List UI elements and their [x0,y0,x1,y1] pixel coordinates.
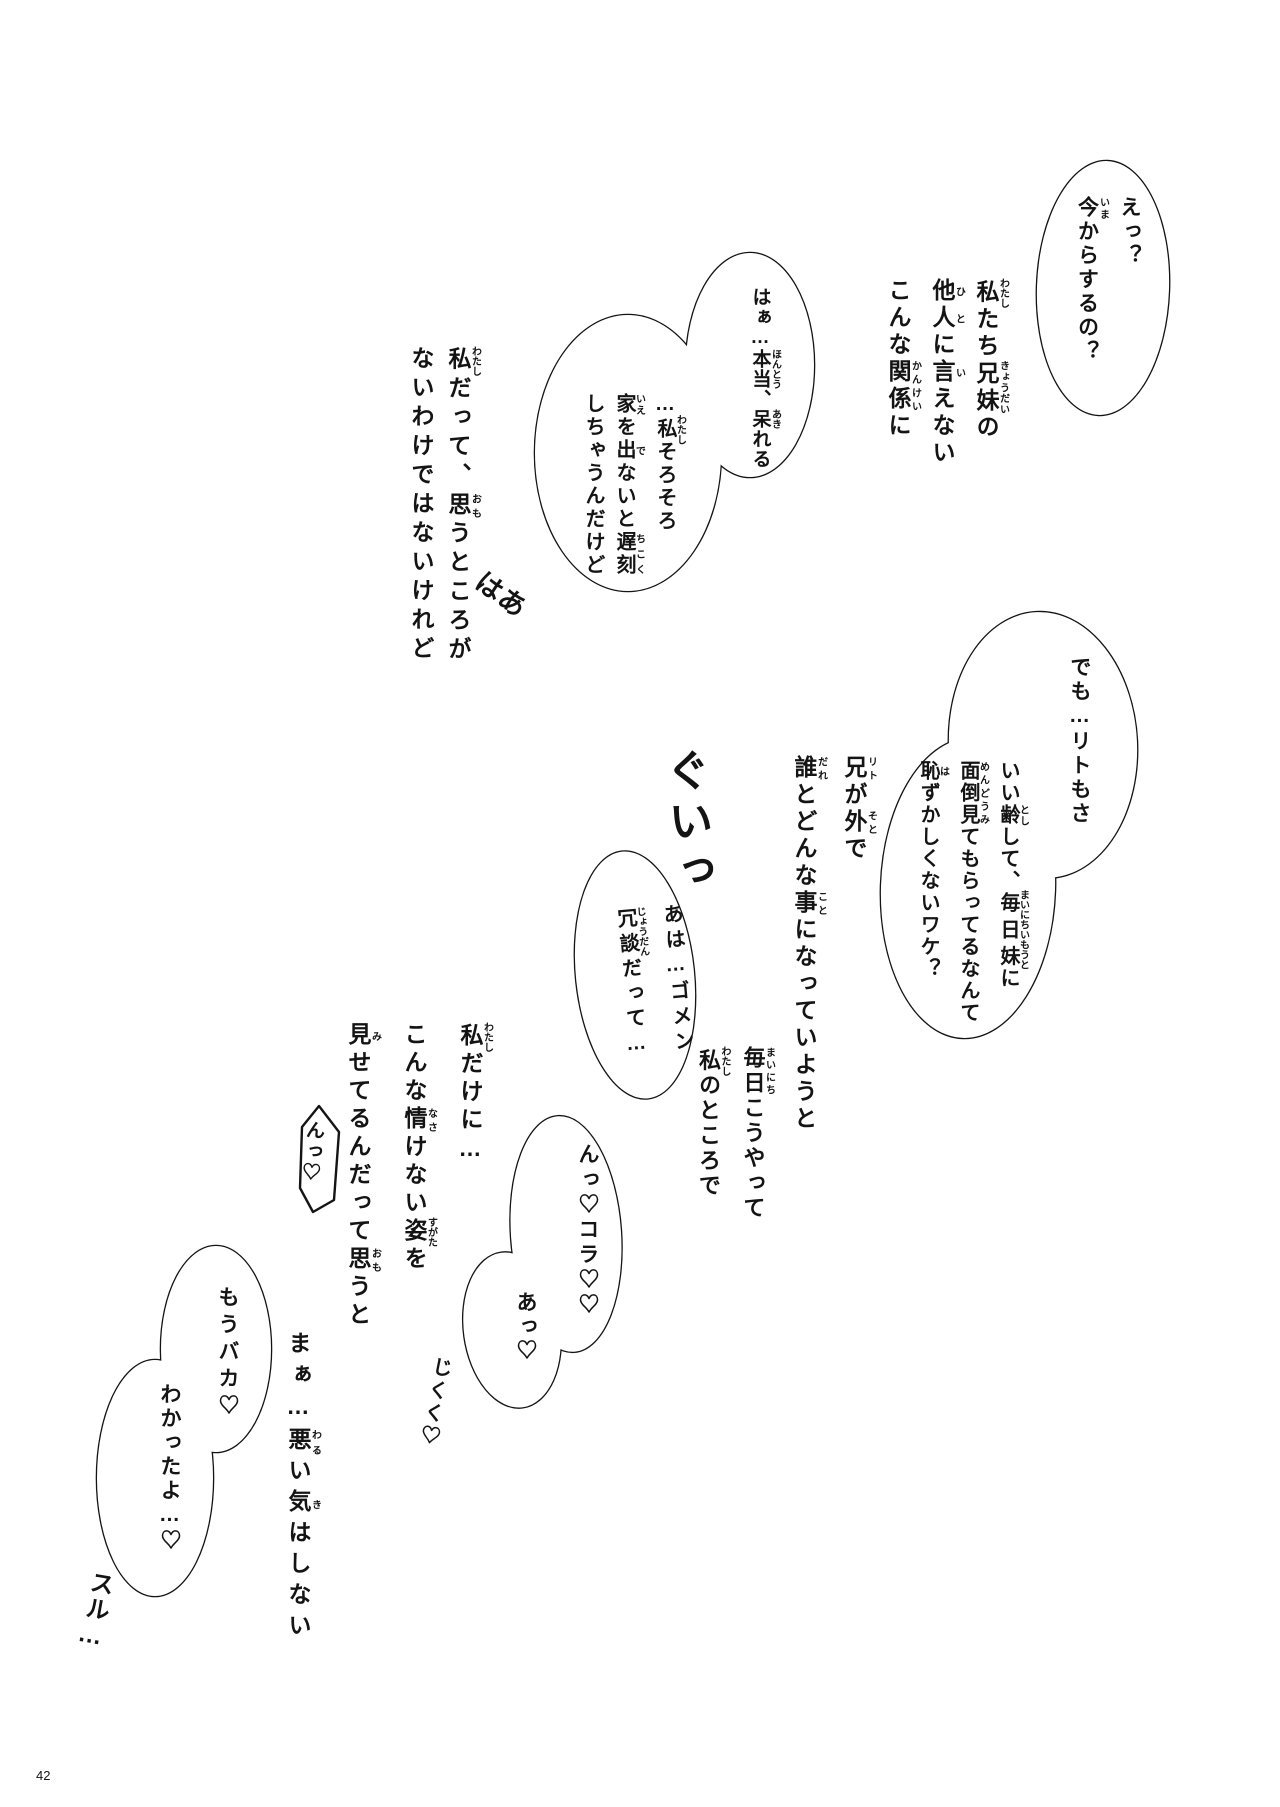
balloon-dialogue-kora: んっ♡コラ♡♡ [576,1143,599,1318]
narration-outside: 兄リトが外そとで誰だれとどんな事ことになっていようと [791,755,877,1133]
page-number: 42 [36,1768,51,1783]
balloon-dialogue-late: …私わたしそろそろ家いえを出でないと遅刻ちこくしちゃうんだけど [582,393,686,577]
sfx-stroke: じくく♡ [415,1354,453,1450]
balloon-dialogue-sigh: はぁ…本当ほんとう、呆あきれる [749,287,781,469]
narration-everyday: 毎日まいにちこうやって私わたしのところで [696,1046,775,1221]
sfx-balloon [298,1104,341,1214]
balloon-dialogue-a: あっ♡ [514,1291,537,1363]
balloon-dialogue-now: えっ？今いまからするの？ [1075,196,1142,364]
balloon-dialogue-wakatta: わかったよ…♡ [158,1383,181,1553]
narration-only-me: 私わたしだけに…こんな情なさけない姿すがたを見みせてるんだって思おもうと [345,1022,493,1330]
speech-balloon-3 [879,610,1139,1040]
speech-balloon-1 [1035,159,1171,417]
balloon-dialogue-baka: もうバカ♡ [216,1286,239,1421]
sfx-slide: スル… [74,1568,115,1653]
sfx-tug: ぐいっ [658,746,715,900]
balloon-dialogue-joke: あは…ゴメン冗談じょうだんだって… [613,902,695,1061]
balloon-dialogue-demo: でも…リトもさ [1068,656,1091,826]
narration-not-bad: まぁ…悪わるい気きはしない [285,1331,321,1644]
speech-balloon-6 [95,1244,273,1598]
narration-siblings: 私わたしたち兄妹きょうだいの他人ひとに言いえないこんな関係かんけいに [885,278,1009,467]
speech-balloon-2 [533,251,816,593]
balloon-dialogue-embarrass: いい齢としして、毎日妹まいにちいもうとに面倒見めんどうみてもらってるなんて恥はず… [917,760,1029,1024]
narration-thoughts: 私わたしだって、思おもうところがないわけではないけれど [408,346,481,666]
speech-balloon-4 [573,850,697,1100]
speech-balloon-5 [461,1114,623,1409]
